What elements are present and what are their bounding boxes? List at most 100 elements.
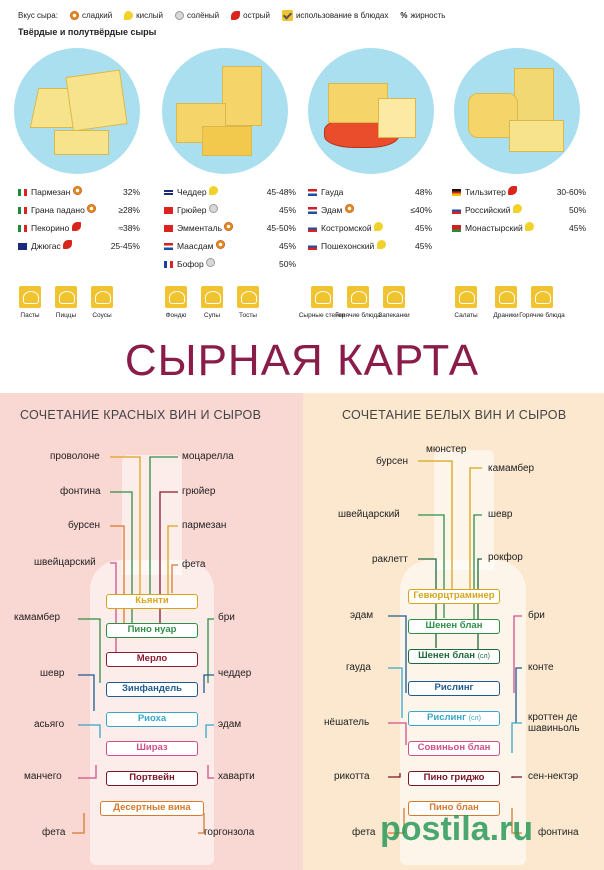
list-item: Эдам ≤40% <box>308 201 432 219</box>
cheese-label: швейцарский <box>338 509 400 520</box>
sweet-icon <box>72 186 82 195</box>
use-item: Тосты <box>236 286 260 319</box>
cheese-label: грюйер <box>182 486 216 497</box>
salty-icon <box>206 258 216 267</box>
connector-lines <box>72 456 522 834</box>
use-item: Фондю <box>164 286 188 319</box>
cheese-label: горгонзола <box>204 827 255 838</box>
cheese-label: сен-нектэр <box>528 771 579 782</box>
wine-riesling: Рислинг <box>408 681 500 696</box>
cheese-label: шевр <box>488 509 513 520</box>
fondue-icon <box>165 286 187 308</box>
casserole-icon <box>383 286 405 308</box>
sweet-icon <box>87 204 97 213</box>
cheese-label: рикотта <box>334 771 370 782</box>
cheese-list-4: Тильзитер 30-60% Российский 50% Монастыр… <box>452 183 586 237</box>
list-item: Грюйер 45% <box>164 201 296 219</box>
page-title: СЫРНАЯ КАРТА <box>124 336 480 385</box>
hot-dish-icon <box>347 286 369 308</box>
list-item: Костромской 45% <box>308 219 432 237</box>
switzerland-flag-icon <box>164 225 173 233</box>
list-item: Пекорино ≈38% <box>18 219 140 237</box>
belarus-flag-icon <box>452 225 461 233</box>
red-wine-title: СОЧЕТАНИЕ КРАСНЫХ ВИН И СЫРОВ <box>20 408 262 422</box>
list-item: Монастырский 45% <box>452 219 586 237</box>
sweet-icon <box>215 240 225 249</box>
sweet-icon <box>69 11 79 20</box>
cheese-label: бри <box>528 610 545 621</box>
spicy-icon <box>71 222 81 231</box>
cheese-label: пармезан <box>182 520 227 531</box>
wine-gewurztraminer: Гевюрцтраминер <box>408 589 500 604</box>
use-item: Запеканки <box>378 286 410 319</box>
cheese-label: эдам <box>218 719 242 730</box>
cheese-label: эдам <box>350 610 374 621</box>
netherlands-flag-icon <box>164 243 173 251</box>
cheese-label: фонтина <box>60 486 101 497</box>
netherlands-flag-icon <box>308 189 317 197</box>
cheese-label: бри <box>218 612 235 623</box>
salty-icon <box>208 204 218 213</box>
wine-chianti: Кьянти <box>106 594 198 609</box>
sour-icon <box>525 222 535 231</box>
cheese-illustration-1 <box>14 48 140 174</box>
use-item: Драники <box>493 286 519 319</box>
taste-legend: Вкус сыра: сладкий кислый солёный острый… <box>18 10 446 21</box>
list-item: Российский 50% <box>452 201 586 219</box>
use-item: Пиццы <box>54 286 78 319</box>
use-item: Пасты <box>18 286 42 319</box>
wine-shiraz: Шираз <box>106 741 198 756</box>
spicy-icon <box>231 11 241 20</box>
germany-flag-icon <box>452 189 461 197</box>
list-item: Чеддер 45-48% <box>164 183 296 201</box>
cheese-label: фета <box>182 559 206 570</box>
sour-icon <box>208 186 218 195</box>
salty-icon <box>175 11 185 20</box>
russia-flag-icon <box>308 243 317 251</box>
cheese-illustration-4 <box>454 48 580 174</box>
wine-chenin-blanc-sweet: Шенен блан (сл) <box>408 649 500 664</box>
netherlands-flag-icon <box>308 207 317 215</box>
wine-sauvignon-blanc: Совиньон блан <box>408 741 500 756</box>
lithuania-flag-icon <box>18 243 27 251</box>
cheese-label: хаварти <box>218 771 255 782</box>
wine-rioja: Риоха <box>106 712 198 727</box>
cheese-label: нёшатель <box>324 717 370 728</box>
white-wine-title: СОЧЕТАНИЕ БЕЛЫХ ВИН И СЫРОВ <box>342 408 567 422</box>
salad-icon <box>455 286 477 308</box>
watermark: postila.ru <box>380 810 534 848</box>
list-item: Бофор 50% <box>164 255 296 273</box>
cheese-label: моцарелла <box>182 451 234 462</box>
sweet-icon <box>224 222 234 231</box>
wine-chenin-blanc: Шенен блан <box>408 619 500 634</box>
wine-zinfandel: Зинфандель <box>106 682 198 697</box>
sour-icon <box>124 11 134 20</box>
cheese-label: камамбер <box>488 463 535 474</box>
section-subtitle: Твёрдые и полутвёрдые сыры <box>18 27 157 37</box>
wine-pinot-grigio: Пино гриджо <box>408 771 500 786</box>
sweet-icon <box>344 204 354 213</box>
cheese-label: фета <box>42 827 66 838</box>
pizza-icon <box>55 286 77 308</box>
list-item: Грана падано ≥28% <box>18 201 140 219</box>
use-item: Супы <box>200 286 224 319</box>
italy-flag-icon <box>18 225 27 233</box>
use-item: Салаты <box>454 286 478 319</box>
sour-icon <box>512 204 522 213</box>
cheese-label: кроттен де шавиньоль <box>528 712 580 734</box>
wine-pinot-noir: Пино нуар <box>106 623 198 638</box>
list-item: Джюгас 25-45% <box>18 237 140 255</box>
list-item: Маасдам 45% <box>164 237 296 255</box>
list-item: Эмменталь 45-50% <box>164 219 296 237</box>
uk-flag-icon <box>164 189 173 197</box>
list-item: Пармезан 32% <box>18 183 140 201</box>
wine-dessert: Десертные вина <box>100 801 204 816</box>
italy-flag-icon <box>18 189 27 197</box>
wine-pinot-blanc: Пино блан <box>408 801 500 816</box>
toast-icon <box>237 286 259 308</box>
list-item: Тильзитер 30-60% <box>452 183 586 201</box>
pancake-icon <box>495 286 517 308</box>
cheese-label: фета <box>352 827 376 838</box>
cheese-label: асьяго <box>34 719 65 730</box>
